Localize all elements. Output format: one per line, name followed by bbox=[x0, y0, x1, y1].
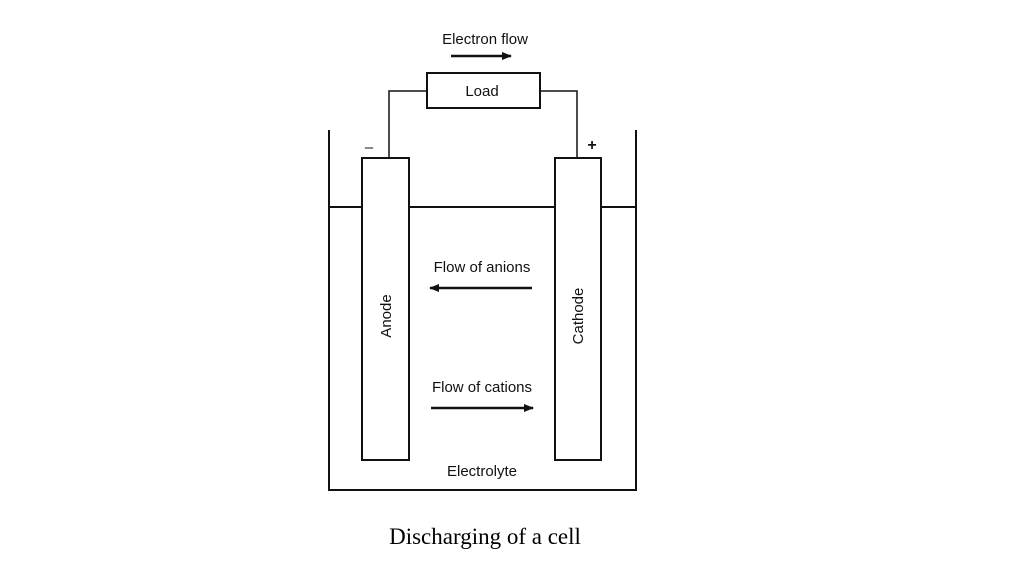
anode-label: Anode bbox=[378, 294, 395, 337]
electrolyte-container bbox=[328, 130, 637, 491]
load-box bbox=[426, 72, 541, 109]
cathode-electrode bbox=[554, 157, 602, 461]
cathode-label: Cathode bbox=[570, 288, 587, 345]
cathode-wire bbox=[540, 90, 578, 158]
anions-flow-label: Flow of anions bbox=[434, 259, 531, 276]
electrolyte-label: Electrolyte bbox=[447, 463, 517, 480]
negative-terminal-sign: – bbox=[365, 139, 374, 156]
anode-wire bbox=[388, 90, 427, 158]
cations-flow-label: Flow of cations bbox=[432, 379, 532, 396]
figure-caption: Discharging of a cell bbox=[389, 524, 581, 549]
electron-flow-label: Electron flow bbox=[442, 31, 528, 48]
load-label: Load bbox=[465, 83, 498, 100]
anode-electrode bbox=[361, 157, 410, 461]
positive-terminal-sign: + bbox=[587, 137, 596, 154]
